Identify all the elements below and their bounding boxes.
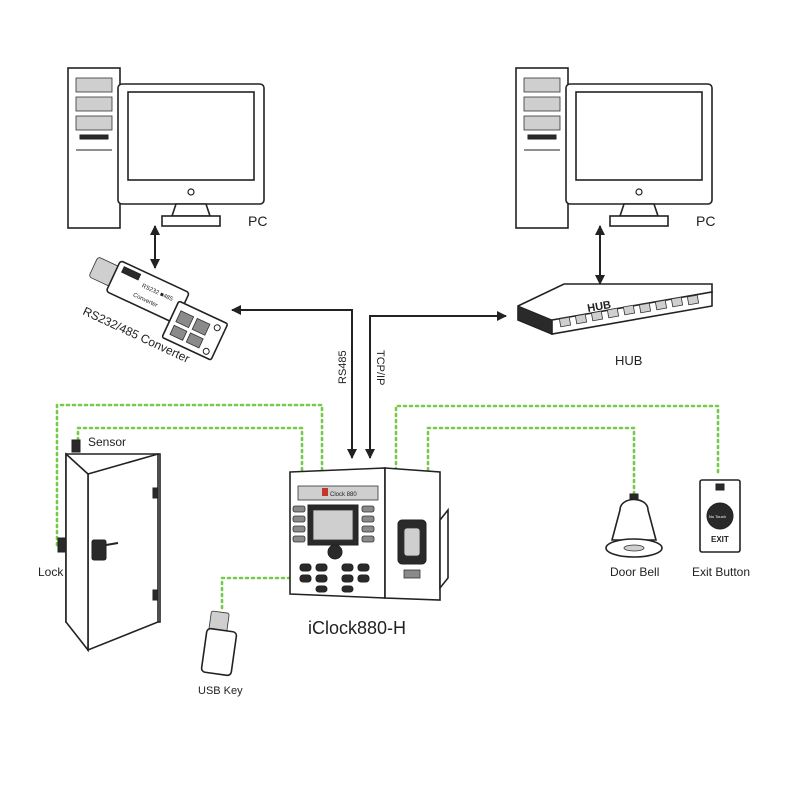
pc-right-monitor <box>565 83 713 227</box>
usb-wire <box>220 576 292 612</box>
lock-label: Lock <box>38 565 64 579</box>
usb-key-label: USB Key <box>198 685 243 697</box>
hub-ports <box>558 294 700 328</box>
tcpip-link <box>365 311 507 459</box>
device-screen <box>307 504 359 546</box>
rs232-485-converter: RS232 ■485 Converter RS232/485 Converter <box>81 257 228 366</box>
pc-left-monitor <box>117 83 265 227</box>
device-antenna <box>439 507 449 591</box>
rs485-link <box>231 305 357 459</box>
data-connections: RS485 TCP/IP <box>150 225 605 459</box>
pc-right-tower <box>515 67 569 229</box>
pc-left-label: PC <box>248 213 267 229</box>
hub-plate: HUB <box>586 299 612 315</box>
exit-plate-bottom: EXIT <box>711 535 729 544</box>
door-handle <box>91 539 107 561</box>
lock-unit <box>57 537 67 553</box>
device-brand: Clock 880 <box>330 492 357 498</box>
door: Sensor Lock <box>38 435 161 653</box>
pc-left-tower <box>67 67 121 229</box>
iclock-device: Clock 880 <box>289 467 449 638</box>
exit-button-wire <box>394 404 720 476</box>
pc-right-label: PC <box>696 213 715 229</box>
device-keypad <box>299 563 370 593</box>
device-side-buttons <box>292 505 375 543</box>
device-label: iClock880-H <box>308 618 406 638</box>
exit-plate-top: No Touch <box>709 514 726 519</box>
usb-key: USB Key <box>198 610 243 697</box>
device-nav-pad <box>327 544 343 560</box>
door-bell: Door Bell <box>605 493 663 579</box>
tcpip-label: TCP/IP <box>374 350 386 385</box>
pc-right: PC <box>515 67 715 229</box>
door-bell-wire <box>426 426 636 496</box>
exit-button: No Touch EXIT Exit Button <box>692 479 750 579</box>
sensor-label: Sensor <box>88 435 126 449</box>
sensor-unit <box>71 439 81 453</box>
fingerprint-sensor <box>397 519 427 579</box>
rs485-label: RS485 <box>337 350 349 384</box>
network-hub: HUB HUB <box>517 283 713 368</box>
lock-wire <box>55 403 324 547</box>
peripheral-wiring <box>55 403 720 612</box>
sensor-wire <box>76 426 304 472</box>
exit-button-label: Exit Button <box>692 565 750 579</box>
pc-left: PC <box>67 67 267 229</box>
hub-label: HUB <box>615 353 642 368</box>
door-bell-label: Door Bell <box>610 565 659 579</box>
